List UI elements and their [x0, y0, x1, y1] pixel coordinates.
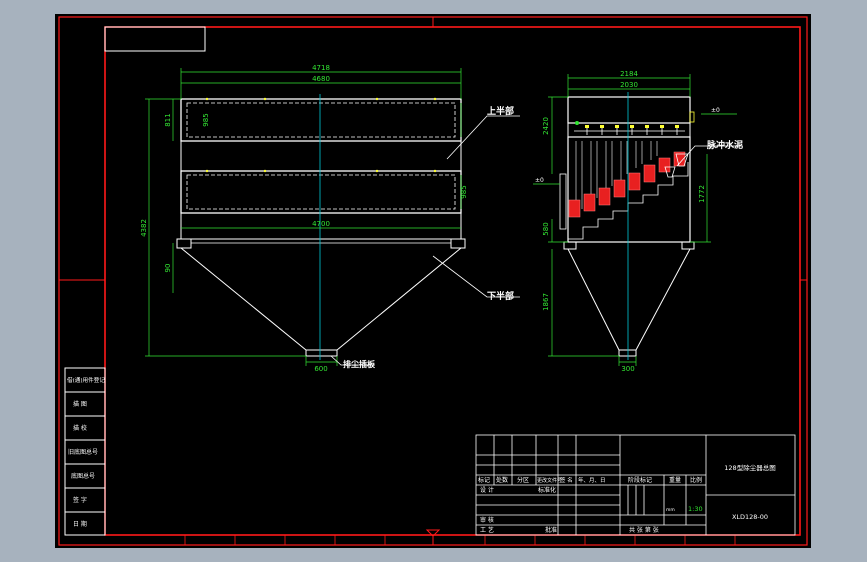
side-label-2: 描 校 [73, 424, 87, 432]
side-label-5: 签 字 [73, 496, 87, 504]
hopper-left [180, 247, 307, 351]
unit-label: mm [666, 508, 675, 513]
title-block-text: 标记 处数 分区 更改文件号 签 名 年、月、日 设 计 标准化 审 核 工 艺… [478, 463, 776, 534]
side-dim-bottom-height: 1867 [542, 293, 550, 311]
header-cell-3: 更改文件号 [537, 477, 562, 484]
elevation-left: ±0 [535, 177, 544, 184]
right-leg [450, 238, 466, 249]
header-cell-2: 分区 [517, 476, 529, 484]
dim-upper-box: 985 [202, 113, 210, 126]
side-view: 2184 2030 2420 580 1867 1772 300 ±0 ±0 脉… [533, 70, 743, 373]
label-upper: 上半部 [487, 105, 514, 117]
code-box [104, 26, 206, 52]
sheets-label: 共 张 第 张 [629, 526, 659, 534]
side-label-table: 借(通)用件登记 描 图 描 校 旧底图总号 底图总号 签 字 日 期 [64, 367, 106, 536]
side-label-0: 借(通)用件登记 [67, 376, 105, 384]
row-approve: 批准 [545, 526, 557, 534]
scale-value: 1:30 [688, 505, 703, 513]
upper-box [180, 98, 462, 142]
dim-total-height: 4382 [140, 219, 148, 237]
header-cell-0: 标记 [478, 476, 490, 484]
front-leaders [330, 115, 520, 366]
top-cap [567, 96, 691, 124]
front-view: 4718 4680 4700 4382 811 985 985 90 600 上… [140, 64, 520, 373]
bolt-marks [205, 97, 437, 173]
pulse-valves [575, 121, 579, 125]
row-review: 审 核 [480, 516, 494, 524]
row-process: 工 艺 [480, 526, 494, 534]
middle-band [180, 140, 462, 172]
dim-inner-width: 4680 [312, 75, 330, 83]
drawing-number: XLD128-00 [732, 513, 768, 521]
header-cell-4: 签 名 [560, 476, 573, 484]
lower-box [180, 170, 462, 214]
side-outlet [618, 349, 637, 357]
label-outlet: 排尘插板 [343, 359, 376, 369]
dim-lower-box: 985 [460, 185, 468, 198]
outlet-gate [305, 349, 338, 357]
stage-mark: 阶段标记 [628, 476, 652, 484]
side-label-3: 旧底图总号 [68, 448, 98, 456]
dim-leg: 90 [164, 264, 172, 273]
inner-frame [104, 26, 801, 536]
dim-bottom-width: 4700 [312, 220, 330, 228]
elevation-top: ±0 [711, 107, 720, 114]
label-lower: 下半部 [487, 290, 514, 302]
dim-upper-panel: 811 [164, 113, 172, 126]
side-left-leg [563, 241, 577, 250]
lower-frame [180, 212, 462, 240]
hopper-right [336, 247, 462, 351]
side-dim-left-height: 580 [542, 222, 550, 235]
ratio-label: 比例 [690, 476, 702, 484]
outer-frame [58, 16, 808, 546]
side-hopper-left [567, 248, 620, 351]
side-hopper-right [635, 248, 691, 351]
front-dimensions [145, 68, 462, 366]
side-dim-total-width: 2184 [620, 70, 638, 78]
valve-heads [585, 125, 679, 128]
drawing-title: 128型除尘器总图 [724, 463, 775, 472]
side-dimensions [533, 74, 737, 366]
dim-total-width: 4718 [312, 64, 330, 72]
label-pipes: 脉冲水泥 [706, 139, 743, 151]
side-label-1: 描 图 [73, 400, 87, 408]
weight-label: 重量 [669, 476, 681, 484]
row-standard: 标准化 [538, 486, 556, 494]
side-dim-right-height: 1772 [698, 185, 706, 203]
side-dim-top-height: 2420 [542, 117, 550, 135]
side-body [567, 136, 691, 243]
cad-drawing: 4718 4680 4700 4382 811 985 985 90 600 上… [58, 16, 808, 546]
filter-bags [575, 141, 658, 214]
drawing-sheet: 4718 4680 4700 4382 811 985 985 90 600 上… [55, 14, 811, 548]
side-label-6: 日 期 [73, 520, 87, 528]
bottom-ticks [184, 535, 736, 545]
side-dim-outlet: 300 [621, 365, 634, 373]
side-label-4: 底图总号 [71, 472, 95, 480]
dim-outlet: 600 [314, 365, 327, 373]
center-arrow-icon [425, 529, 441, 537]
row-design: 设 计 [480, 486, 494, 494]
valve-risers [586, 127, 678, 135]
title-block [475, 434, 796, 536]
header-cell-5: 年、月、日 [578, 476, 606, 484]
header-cell-1: 处数 [496, 476, 508, 484]
side-right-leg [681, 241, 695, 250]
left-leg [176, 238, 192, 249]
side-dim-inner-width: 2030 [620, 81, 638, 89]
